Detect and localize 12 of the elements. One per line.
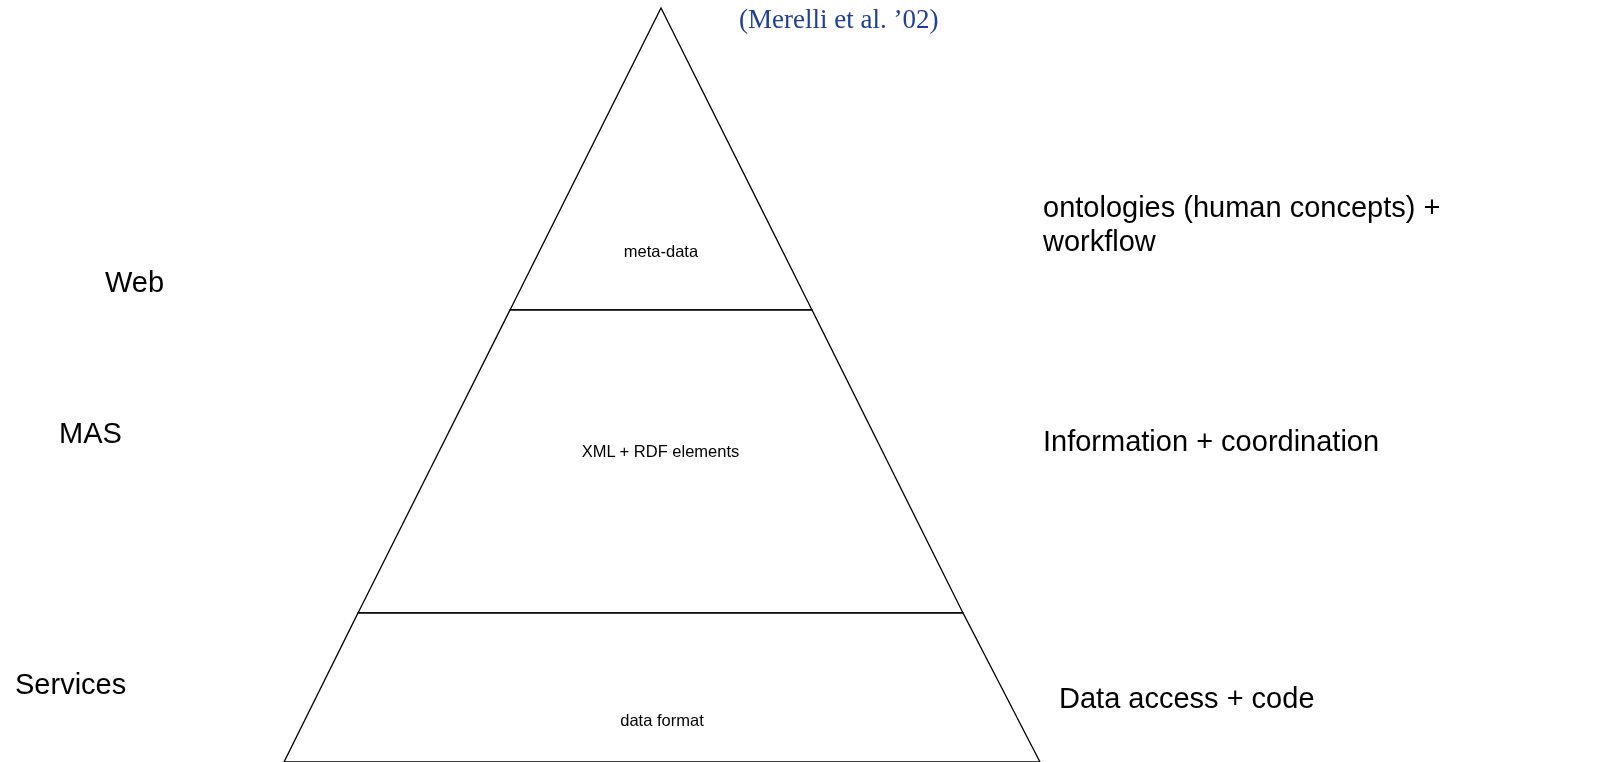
layer-description: Data access + code	[1059, 681, 1315, 715]
layer-label: data format	[620, 710, 704, 730]
pyramid-layer	[358, 310, 963, 613]
layer-description: Information + coordination	[1043, 424, 1380, 458]
layer-label: XML + RDF elements	[581, 441, 740, 461]
layer-description: ontologies (human concepts) + workflow	[1043, 190, 1442, 258]
side-label: Web	[105, 265, 165, 299]
pyramid-layer	[284, 613, 1040, 762]
citation: (Merelli et al. ’02)	[739, 3, 939, 36]
side-label: MAS	[59, 416, 122, 450]
layer-label: meta-data	[623, 241, 699, 261]
side-label: Services	[15, 667, 127, 701]
